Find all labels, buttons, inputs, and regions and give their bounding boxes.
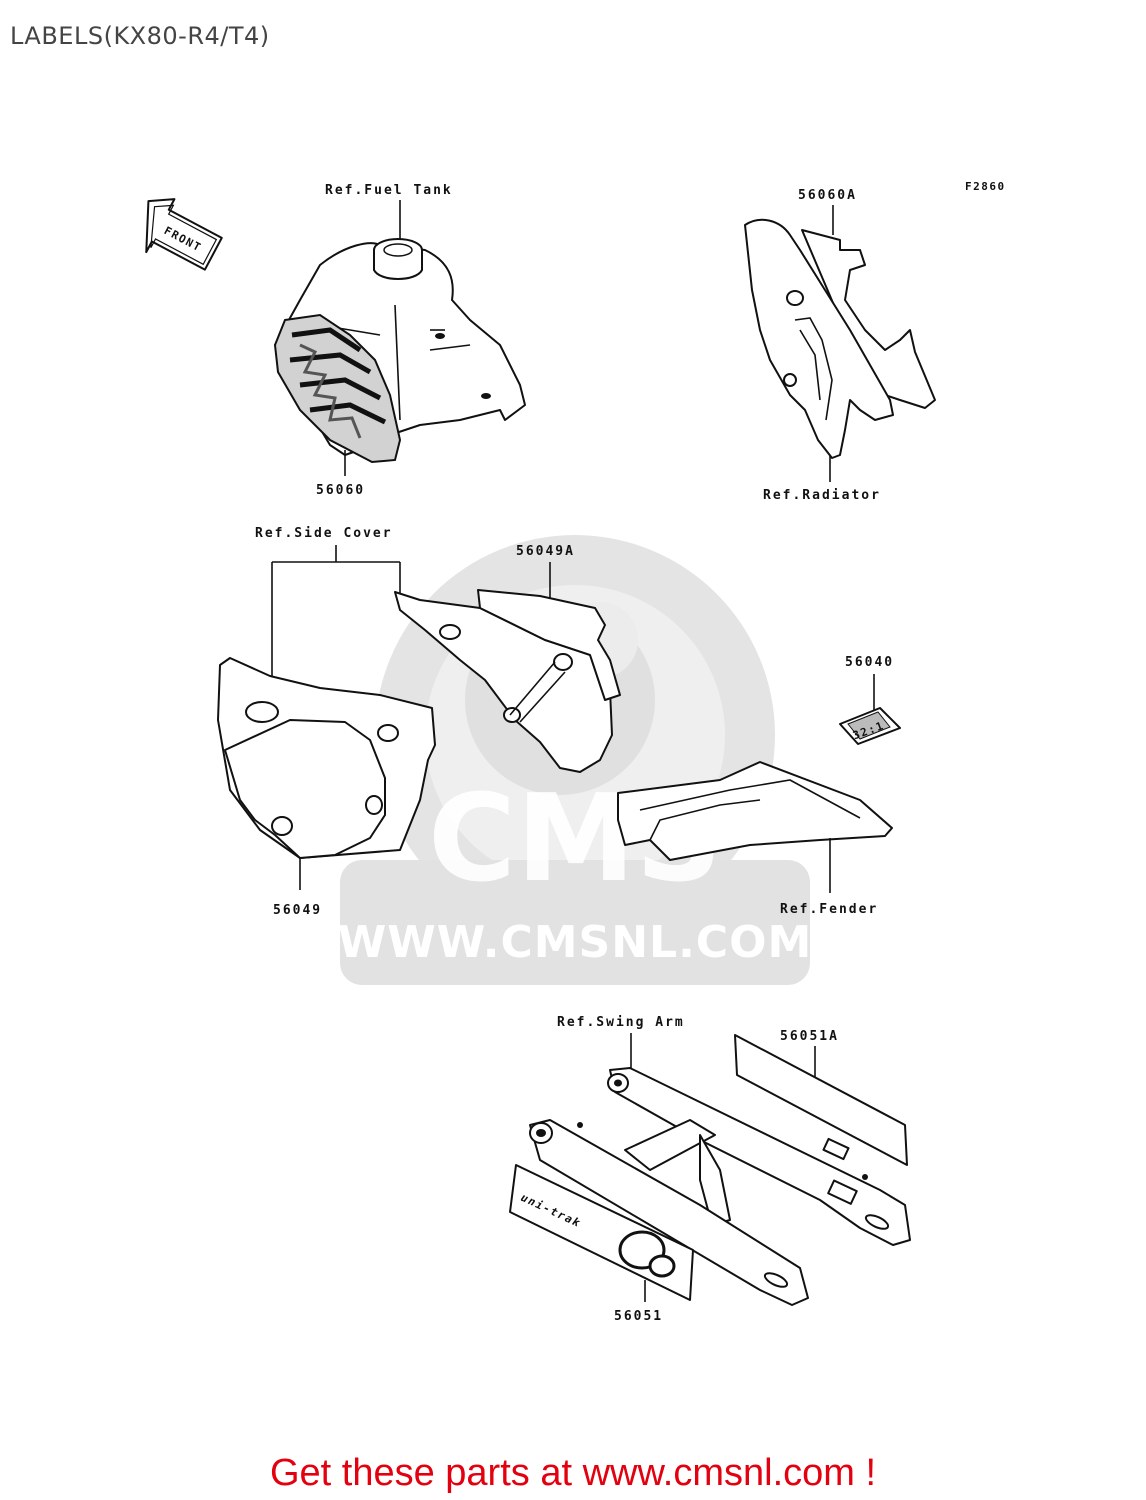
decal-56040-group: 56040 32:1: [839, 655, 901, 745]
label-ref-radiator: Ref.Radiator: [763, 488, 881, 503]
label-56049: 56049: [273, 903, 322, 918]
decal-56060: [273, 313, 402, 464]
label-56051: 56051: [614, 1309, 663, 1324]
label-56049a: 56049A: [516, 544, 575, 559]
side-cover-group: Ref.Side Cover 56049A 56049: [217, 526, 621, 918]
label-56060: 56060: [316, 483, 365, 498]
decal-56051a: [734, 1034, 908, 1166]
decal-56049: [224, 719, 386, 859]
label-56040: 56040: [845, 655, 894, 670]
label-ref-fender: Ref.Fender: [780, 902, 878, 917]
fender-group: Ref.Fender: [617, 761, 893, 917]
figure-code: F2860: [965, 180, 1006, 193]
front-arrow-icon: FRONT: [145, 198, 223, 271]
fuel-tank-group: Ref.Fuel Tank 56060: [273, 183, 526, 498]
radiator-shroud: [744, 218, 894, 459]
label-56060a: 56060A: [798, 188, 857, 203]
page-title: LABELS(KX80-R4/T4): [10, 22, 270, 50]
swing-arm-lower: [529, 1119, 809, 1306]
label-ref-side-cover: Ref.Side Cover: [255, 526, 393, 541]
rear-fender: [617, 761, 893, 861]
label-56051a: 56051A: [780, 1029, 839, 1044]
footer-cta-link[interactable]: Get these parts at www.cmsnl.com !: [269, 1452, 877, 1494]
decal-56060a: [801, 229, 936, 409]
radiator-group: 56060A Ref.Radiator: [744, 188, 936, 503]
swing-arm-cross: [624, 1119, 716, 1171]
swing-arm-upper: [609, 1067, 911, 1246]
watermark-url: WWW.CMSNL.COM: [338, 917, 813, 968]
label-ref-swing-arm: Ref.Swing Arm: [557, 1015, 685, 1030]
label-ref-fuel-tank: Ref.Fuel Tank: [325, 183, 453, 198]
swing-arm-group: Ref.Swing Arm 56051A uni-trak 56051: [509, 1015, 911, 1324]
decal-56049a: [477, 589, 621, 701]
